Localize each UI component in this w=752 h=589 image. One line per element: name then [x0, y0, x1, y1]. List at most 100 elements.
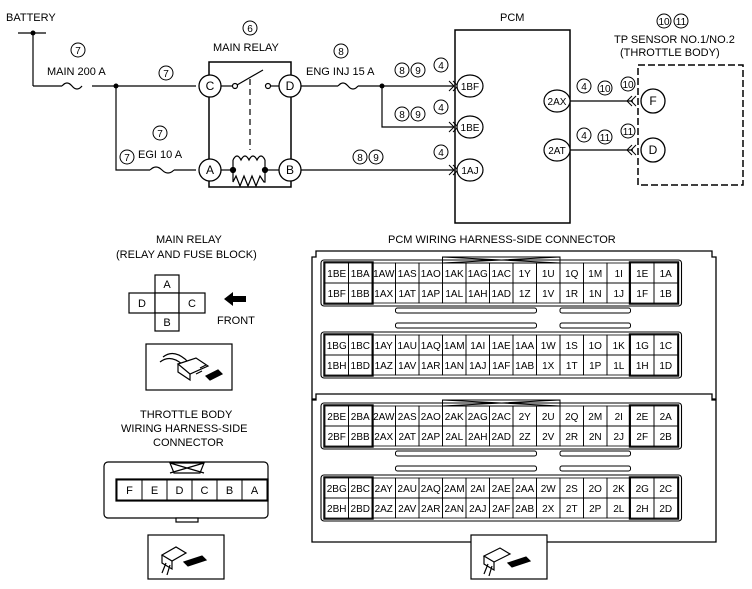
- relay-terminal-c: C: [198, 74, 222, 98]
- pcm-pin-label: 2AN: [445, 504, 464, 515]
- svg-text:11: 11: [623, 127, 634, 138]
- pcm-pin-label: 1O: [589, 341, 603, 352]
- pcm-pin-label: 2S: [566, 484, 579, 495]
- relay-pin-top: A: [163, 279, 171, 291]
- pcm-connector-icon: [470, 534, 548, 580]
- pcm-pin-label: 1AU: [398, 341, 417, 352]
- pcm-pin-label: 1K: [613, 341, 626, 352]
- pcm-pin-label: 2T: [566, 504, 578, 515]
- pcm-pin-label: 2AP: [421, 432, 440, 443]
- pcm-pin-label: 2O: [589, 484, 603, 495]
- front-arrow-icon: [224, 292, 246, 306]
- pcm-pin-label: 1BA: [351, 269, 370, 280]
- pcm-pin-label: 1P: [589, 361, 602, 372]
- pcm-pin-label: 1Q: [565, 269, 579, 280]
- tb-pin-label: A: [251, 485, 259, 497]
- pcm-pin-label: 2AA: [515, 484, 534, 495]
- pcm-pin-label: 2C: [659, 484, 672, 495]
- pcm-pin-label: 1AT: [398, 289, 416, 300]
- circled-4-b: 4: [433, 99, 449, 115]
- relay-connector-icon: [145, 343, 233, 391]
- circled-7-c: 7: [152, 125, 168, 141]
- circled-6: 6: [242, 20, 258, 36]
- pcm-pin-label: 1AN: [445, 361, 464, 372]
- pcm-pin-label: 1AZ: [375, 361, 393, 372]
- connector-slot: [559, 465, 631, 472]
- pcm-pin-label: 1AE: [492, 341, 511, 352]
- connector-shell: [311, 393, 717, 543]
- svg-text:D: D: [286, 79, 295, 93]
- pcm-pin-label: 1M: [588, 269, 602, 280]
- pcm-pin-label: 2M: [588, 412, 602, 423]
- pcm-pin-label: 1AH: [468, 289, 487, 300]
- pcm-pin-label: 1B: [660, 289, 673, 300]
- svg-text:1AJ: 1AJ: [461, 166, 478, 177]
- wire-1be: [381, 86, 454, 128]
- circled-7-d: 7: [119, 149, 135, 165]
- pcm-pin-label: 2AQ: [421, 484, 441, 495]
- wire-egi-a: [115, 86, 150, 171]
- connector-slot: [395, 322, 537, 329]
- tb-pin-cell: [241, 479, 268, 501]
- pcm-pin-label: 1I: [615, 269, 623, 280]
- pcm-pin-label: 2F: [636, 432, 648, 443]
- pcm-pin-label: 1BG: [327, 341, 347, 352]
- connector-slot: [395, 450, 537, 457]
- pcm-pin-label: 2A: [660, 412, 673, 423]
- pcm-pin-label: 1AY: [375, 341, 393, 352]
- svg-text:2AT: 2AT: [548, 146, 566, 157]
- pcm-pin-label: 2BA: [351, 412, 370, 423]
- tb-pin-label: F: [126, 485, 133, 497]
- pcm-pin-label: 1AA: [515, 341, 534, 352]
- pcm-pin-label: 1N: [589, 289, 602, 300]
- pcm-pin-label: 2R: [565, 432, 578, 443]
- pcm-pin-label: 1S: [566, 341, 579, 352]
- svg-text:4: 4: [581, 82, 587, 93]
- relay-terminal-a: A: [198, 158, 222, 182]
- circled-7-b: 7: [158, 65, 174, 81]
- svg-text:D: D: [649, 143, 658, 157]
- svg-text:4: 4: [438, 148, 444, 159]
- pcm-pin-label: 2Z: [519, 432, 531, 443]
- svg-text:10: 10: [658, 17, 670, 28]
- pcm-pin-label: 2BH: [327, 504, 346, 515]
- pcm-pin-label: 1R: [565, 289, 578, 300]
- connector-slot: [559, 322, 631, 329]
- pcm-pin-label: 1AD: [492, 289, 511, 300]
- relay-view-subtitle: (RELAY AND FUSE BLOCK): [116, 249, 257, 261]
- circled-10-a: 10: [597, 80, 613, 96]
- pcm-pin-label: 1AR: [421, 361, 440, 372]
- svg-text:9: 9: [415, 110, 421, 121]
- svg-text:11: 11: [600, 133, 611, 144]
- circled-4-c: 4: [433, 144, 449, 160]
- pcm-pin-cell: [653, 425, 678, 447]
- pcm-pin-label: 2AC: [492, 412, 511, 423]
- tb-conn-title-3: CONNECTOR: [153, 437, 224, 449]
- relay-pin-layout: [128, 274, 206, 332]
- pcm-pin-label: 2B: [660, 432, 673, 443]
- tb-pin-label: C: [201, 485, 209, 497]
- pcm-pin-label: 2X: [542, 504, 555, 515]
- pcm-pin-label: 1D: [659, 361, 672, 372]
- svg-text:7: 7: [75, 46, 81, 57]
- svg-text:9: 9: [373, 153, 379, 164]
- sensor-terminal-d: D: [626, 137, 666, 163]
- svg-text:4: 4: [438, 103, 444, 114]
- pcm-pin-label: 2AI: [470, 484, 485, 495]
- svg-text:F: F: [649, 94, 656, 108]
- svg-text:8: 8: [399, 110, 405, 121]
- pcm-pin-label: 1H: [636, 361, 649, 372]
- pcm-pin-label: 1X: [542, 361, 555, 372]
- svg-text:1BF: 1BF: [461, 82, 479, 93]
- pcm-pin-label: 2AU: [398, 484, 417, 495]
- svg-text:C: C: [206, 79, 215, 93]
- pcm-pin-label: 2H: [636, 504, 649, 515]
- svg-text:4: 4: [581, 131, 587, 142]
- pcm-pin-label: 2U: [542, 412, 555, 423]
- svg-text:7: 7: [124, 153, 130, 164]
- pcm-pin-label: 1AM: [444, 341, 465, 352]
